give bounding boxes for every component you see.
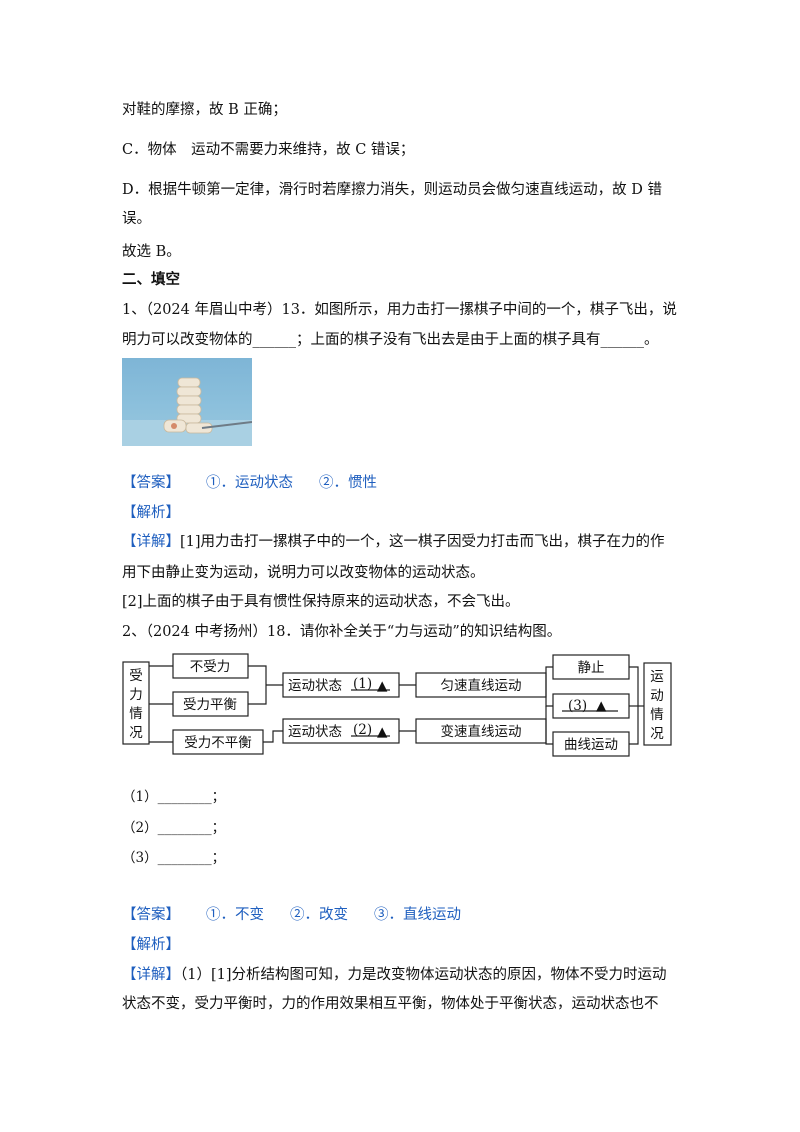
triangle-mark: ▲ <box>377 678 388 694</box>
curve-motion-box: 曲线运动 <box>564 737 618 753</box>
blank-line: （3）________； <box>122 850 226 866</box>
right-label-char: 运 <box>650 669 664 685</box>
question-1-text: 明力可以改变物体的______；上面的棋子没有飞出去是由于上面的棋子具有____… <box>122 332 659 348</box>
text-line: D．根据牛顿第一定律，滑行时若摩擦力消失，则运动员会做匀速直线运动，故 D 错 <box>122 182 662 198</box>
left-label-char: 情 <box>129 706 143 722</box>
motion-state-box-2: 运动状态 <box>288 724 342 740</box>
text-line: 对鞋的摩擦，故 B 正确； <box>122 102 287 118</box>
right-label-char: 情 <box>650 707 664 723</box>
answer-tag: 【答案】 <box>122 907 180 923</box>
detail-tag: 【详解】 <box>122 967 180 983</box>
answer-item: ②．惯性 <box>319 475 377 491</box>
no-force-box: 不受力 <box>190 659 231 675</box>
detail-text: [1]用力击打一摞棋子中的一个，这一棋子因受力打击而飞出，棋子在力的作 <box>180 534 665 550</box>
detail-line: 用下由静止变为运动，说明力可以改变物体的运动状态。 <box>122 565 485 581</box>
answer-item: ②．改变 <box>290 907 348 923</box>
answer-line: 【答案】 ①．不变 ②．改变 ③．直线运动 <box>122 905 461 925</box>
detail-line: 状态不变，受力平衡时，力的作用效果相互平衡，物体处于平衡状态，运动状态也不 <box>122 996 659 1012</box>
text-line: 误。 <box>122 211 151 227</box>
rest-box: 静止 <box>578 660 605 676</box>
detail-tag: 【详解】 <box>122 534 180 550</box>
uniform-linear-motion-box: 匀速直线运动 <box>441 678 522 694</box>
blank-mark-2: (2) <box>353 722 372 738</box>
left-label-char: 受 <box>129 668 143 684</box>
detail-text: （1）[1]分析结构图可知，力是改变物体运动状态的原因，物体不受力时运动 <box>180 967 667 983</box>
triangle-mark: ▲ <box>596 698 607 714</box>
triangle-mark: ▲ <box>377 724 388 740</box>
blank-mark-1: (1) <box>353 676 372 692</box>
answer-item: ③．直线运动 <box>374 907 461 923</box>
detail-line: 【详解】[1]用力击打一摞棋子中的一个，这一棋子因受力打击而飞出，棋子在力的作 <box>122 532 665 552</box>
motion-state-box-1: 运动状态 <box>288 678 342 694</box>
answer-item: ①．运动状态 <box>206 475 293 491</box>
blank-line: （2）________； <box>122 820 226 836</box>
answer-line: 【答案】 ①．运动状态 ②．惯性 <box>122 473 377 493</box>
section-title: 二、填空 <box>122 271 180 288</box>
text-line: 故选 B。 <box>122 244 181 260</box>
detail-line: [2]上面的棋子由于具有惯性保持原来的运动状态，不会飞出。 <box>122 594 520 610</box>
right-label-char: 动 <box>650 688 664 704</box>
balanced-force-box: 受力平衡 <box>183 697 237 713</box>
analysis-tag: 【解析】 <box>122 505 180 521</box>
knowledge-structure-diagram: 受 力 情 况 不受力 受力平衡 受力不平衡 运动状态 (1) ▲ 运动状态 (… <box>122 653 672 757</box>
answer-tag: 【答案】 <box>122 475 180 491</box>
text-line: C．物体 运动不需要力来维持，故 C 错误； <box>122 142 415 158</box>
question-1-text: 1、（2024 年眉山中考）13．如图所示，用力击打一摞棋子中间的一个，棋子飞出… <box>122 302 677 318</box>
left-label-char: 力 <box>129 687 143 703</box>
left-label-char: 况 <box>129 725 143 741</box>
blank-mark-3: (3) <box>568 698 587 714</box>
question-2-text: 2、（2024 中考扬州）18．请你补全关于“力与运动”的知识结构图。 <box>122 624 562 640</box>
blank-line: （1）________； <box>122 789 226 805</box>
answer-item: ①．不变 <box>206 907 264 923</box>
analysis-tag: 【解析】 <box>122 937 180 953</box>
detail-line: 【详解】（1）[1]分析结构图可知，力是改变物体运动状态的原因，物体不受力时运动 <box>122 965 667 985</box>
unbalanced-force-box: 受力不平衡 <box>184 735 252 751</box>
variable-linear-motion-box: 变速直线运动 <box>441 724 522 740</box>
stacked-pieces-photo <box>122 358 252 446</box>
right-label-char: 况 <box>650 726 664 742</box>
